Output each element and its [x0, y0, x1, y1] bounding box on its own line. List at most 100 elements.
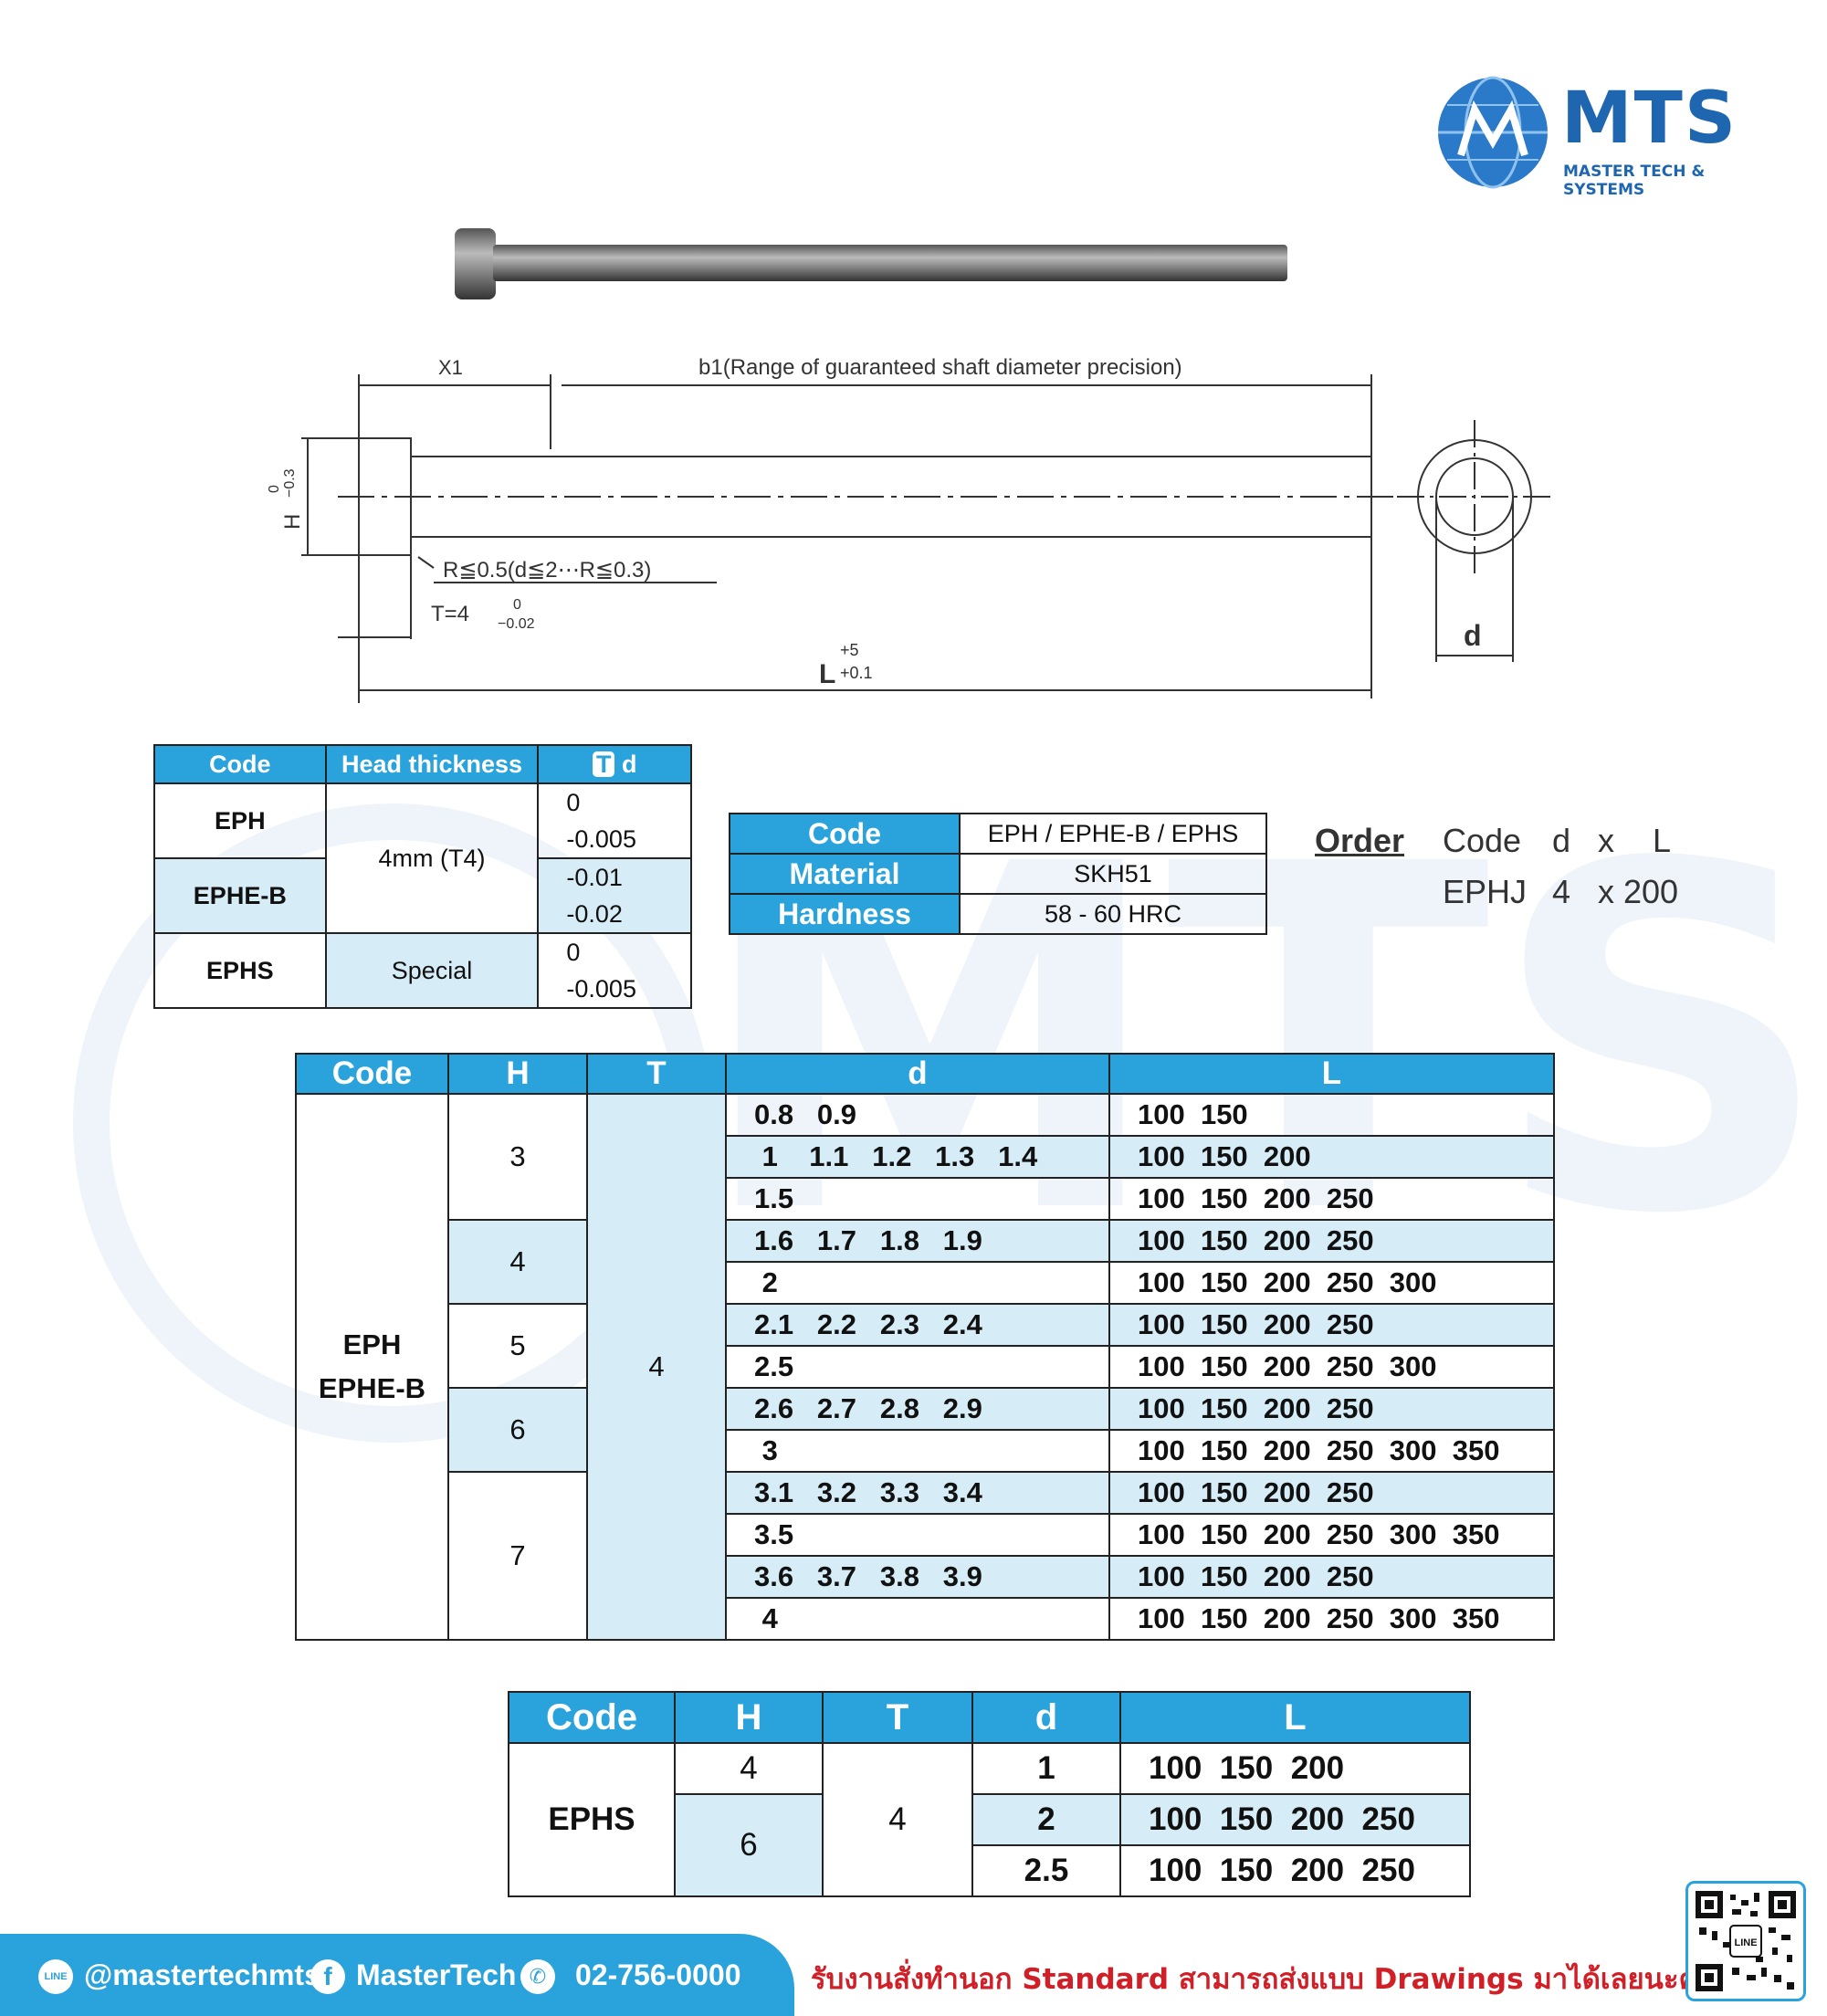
ephs-header-d: d — [971, 1691, 1121, 1744]
order-d-value: 4 — [1552, 873, 1571, 910]
spec-header-td: T d — [537, 744, 692, 784]
t-label: T=4 — [431, 602, 469, 626]
globe-icon — [1438, 76, 1548, 189]
line-icon: LINE — [38, 1959, 73, 1994]
main-header-t: T — [586, 1053, 727, 1095]
main-d: 2 — [725, 1261, 1110, 1305]
ephs-d: 2.5 — [971, 1844, 1121, 1897]
footer-tagline: รับงานสั่งทำนอก Standard สามารถส่งแบบ Dr… — [811, 1963, 1713, 1996]
material-table: Code EPH / EPHE-B / EPHS Material SKH51 … — [729, 813, 1267, 935]
main-l: 100 150 200 250 300 — [1108, 1345, 1555, 1389]
technical-drawing: X1 b1(Range of guaranteed shaft diameter… — [267, 355, 1552, 703]
facebook-name[interactable]: MasterTech — [356, 1958, 517, 1991]
spec-code: EPHE-B — [153, 857, 327, 934]
table-row: Code EPH / EPHE-B / EPHS — [729, 813, 1267, 855]
material-value: SKH51 — [959, 853, 1267, 895]
order-code-label: Code — [1443, 822, 1522, 859]
b1-label: b1(Range of guaranteed shaft diameter pr… — [698, 355, 1182, 380]
table-row: EPHS 4 4 1 100 150 200 — [508, 1742, 1471, 1897]
brand-name: MTS — [1561, 78, 1738, 160]
spec-tol-upper: 0 — [566, 939, 581, 966]
spec-tol-lower: -0.005 — [566, 825, 636, 853]
table-row: EPH EPHE-B 3 4 0.8 0.9 100 150 — [295, 1093, 1555, 1641]
spec-header-code: Code — [153, 744, 327, 784]
main-d: 4 — [725, 1597, 1110, 1641]
brand-logo: MTS MASTER TECH & SYSTEMS — [1433, 73, 1762, 199]
t-badge: T — [592, 751, 615, 777]
main-l: 100 150 200 250 — [1108, 1555, 1555, 1599]
spec-tol: 0 -0.005 — [537, 782, 692, 859]
main-code: EPH EPHE-B — [295, 1093, 449, 1641]
ephs-d: 1 — [971, 1742, 1121, 1795]
main-l: 100 150 200 250 — [1108, 1471, 1555, 1515]
spec-table: Code Head thickness T d EPH 4mm (T4) 0 -… — [153, 744, 692, 1009]
material-value: EPH / EPHE-B / EPHS — [959, 813, 1267, 855]
spec-head: Special — [324, 932, 540, 1009]
table-row: Hardness 58 - 60 HRC — [729, 893, 1267, 935]
table-row: 5 2.1 2.2 2.3 2.4 100 150 200 250 — [296, 1303, 1555, 1389]
main-h: 7 — [447, 1471, 588, 1641]
order-x-label: x — [1598, 822, 1614, 859]
table-row: EPH 4mm (T4) 0 -0.005 — [153, 782, 692, 934]
ephs-d: 2 — [971, 1793, 1121, 1846]
l-tol-lower: +0.1 — [840, 664, 873, 682]
table-row: 3 100 150 200 250 300 350 — [296, 1429, 1555, 1473]
spec-head-shared: 4mm (T4) — [324, 782, 540, 934]
table-row: 6 2.6 2.7 2.8 2.9 100 150 200 250 — [296, 1387, 1555, 1473]
order-l-label: L — [1653, 822, 1672, 859]
spec-tol: 0 -0.005 — [537, 932, 692, 1009]
main-h: 5 — [447, 1303, 588, 1389]
spec-tol-upper: 0 — [566, 789, 581, 816]
table-row: EPHE-B -0.01 -0.02 — [153, 857, 692, 934]
material-label: Code — [729, 813, 961, 855]
main-t: 4 — [586, 1093, 727, 1641]
ephs-h: 4 — [674, 1742, 824, 1795]
l-label: L — [819, 659, 835, 689]
main-d: 3 — [725, 1429, 1110, 1473]
main-d: 3.1 3.2 3.3 3.4 — [725, 1471, 1110, 1515]
main-h: 3 — [447, 1093, 588, 1221]
main-l: 100 150 200 250 — [1108, 1219, 1555, 1263]
main-d: 2.6 2.7 2.8 2.9 — [725, 1387, 1110, 1431]
main-l: 100 150 200 250 — [1108, 1303, 1555, 1347]
line-handle[interactable]: @mastertechmts — [84, 1958, 320, 1991]
main-d: 3.5 — [725, 1513, 1110, 1557]
main-l: 100 150 200 250 — [1108, 1177, 1555, 1221]
main-d: 2.5 — [725, 1345, 1110, 1389]
material-label: Hardness — [729, 893, 961, 935]
h-tol-lower: −0.3 — [282, 468, 298, 498]
table-row: 2.5 100 150 200 250 — [509, 1844, 1471, 1897]
main-d: 1 1.1 1.2 1.3 1.4 — [725, 1135, 1110, 1179]
spec-tol-lower: -0.02 — [566, 900, 623, 928]
main-header-h: H — [447, 1053, 588, 1095]
main-d: 1.5 — [725, 1177, 1110, 1221]
h-tol-upper: 0 — [267, 485, 282, 493]
r-label: R≦0.5(d≦2⋯R≦0.3) — [443, 558, 651, 583]
table-row: 6 2 100 150 200 250 — [509, 1793, 1471, 1897]
table-row: 4 100 150 200 250 300 350 — [296, 1597, 1555, 1641]
main-l: 100 150 200 250 300 350 — [1108, 1513, 1555, 1557]
ephs-header-l: L — [1119, 1691, 1471, 1744]
ephs-table: Code H T d L EPHS 4 4 1 100 150 200 6 2 … — [508, 1691, 1471, 1897]
main-l: 100 150 200 250 — [1108, 1387, 1555, 1431]
phone-icon: ✆ — [520, 1959, 555, 1994]
h-label: H — [280, 514, 305, 530]
t-tol-lower: −0.02 — [498, 616, 535, 632]
ephs-header-t: T — [822, 1691, 973, 1744]
spec-code: EPH — [153, 782, 327, 859]
spec-code: EPHS — [153, 932, 327, 1009]
phone-number[interactable]: 02-756-0000 — [575, 1958, 741, 1991]
facebook-icon: f — [310, 1959, 345, 1994]
qr-code[interactable]: LINE — [1685, 1881, 1806, 2001]
ephs-l: 100 150 200 250 — [1119, 1793, 1471, 1846]
main-d: 2.1 2.2 2.3 2.4 — [725, 1303, 1110, 1347]
footer-band — [0, 1934, 794, 2016]
spec-header-d: d — [621, 750, 637, 778]
spec-header-head: Head thickness — [324, 744, 540, 784]
ejector-pin-photo — [455, 228, 1287, 299]
d-label: d — [1464, 619, 1482, 652]
main-h: 6 — [447, 1387, 588, 1473]
table-row: 1 1.1 1.2 1.3 1.4 100 150 200 — [296, 1135, 1555, 1179]
table-row: 4 1.6 1.7 1.8 1.9 100 150 200 250 — [296, 1219, 1555, 1305]
main-header-code: Code — [295, 1053, 449, 1095]
